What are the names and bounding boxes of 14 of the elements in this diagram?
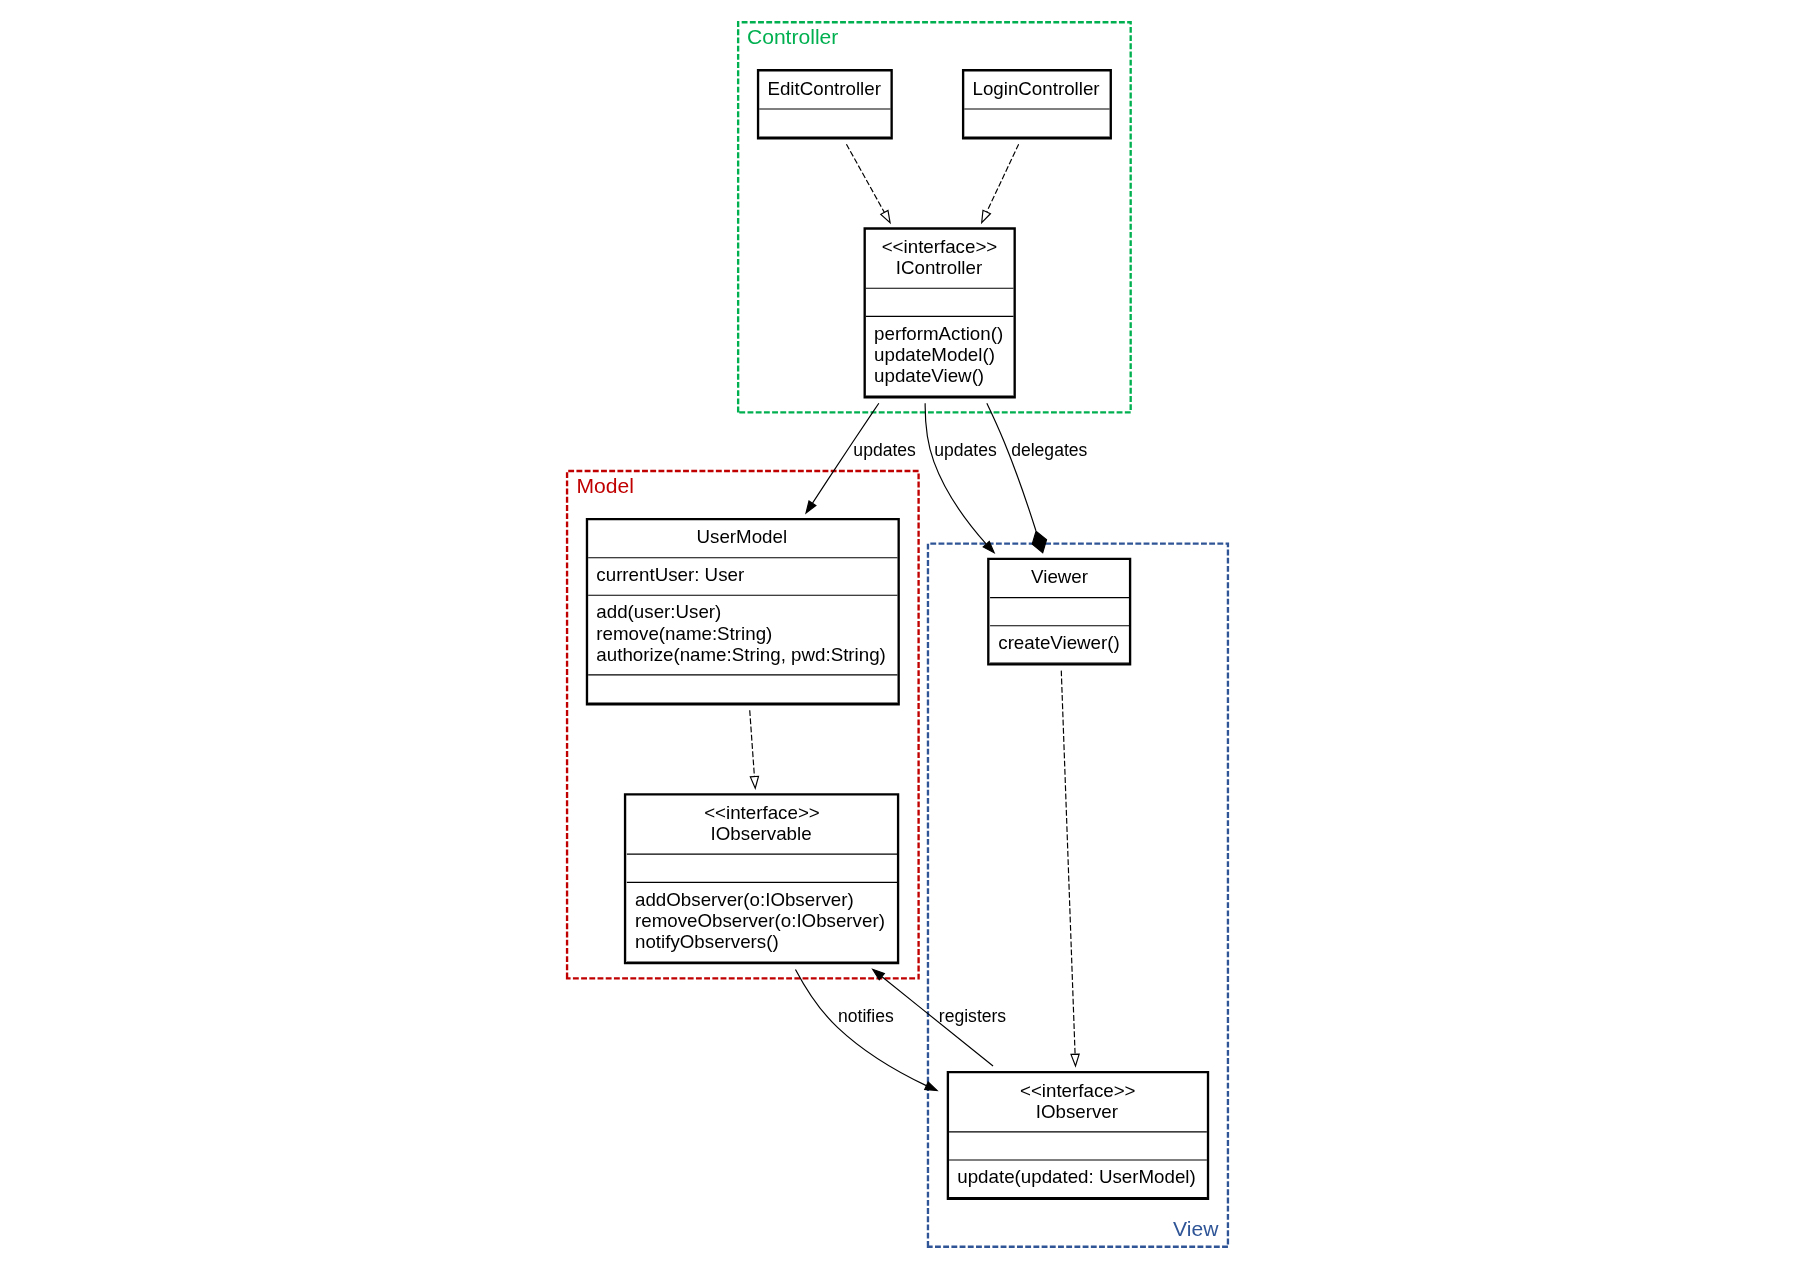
edge-label: delegates <box>1011 439 1088 460</box>
arrow <box>845 143 891 225</box>
edge-label: registers <box>938 1005 1007 1026</box>
arrow <box>805 402 880 515</box>
arrow <box>924 402 996 555</box>
arrow <box>794 968 939 1092</box>
edge-label: updates <box>853 439 916 460</box>
arrow <box>980 143 1020 225</box>
arrow <box>749 709 760 791</box>
edge-label: updates <box>934 439 997 460</box>
arrow <box>871 968 994 1067</box>
connector <box>986 402 1048 554</box>
arrow <box>1060 670 1080 1068</box>
edge-label: notifies <box>838 1005 894 1026</box>
